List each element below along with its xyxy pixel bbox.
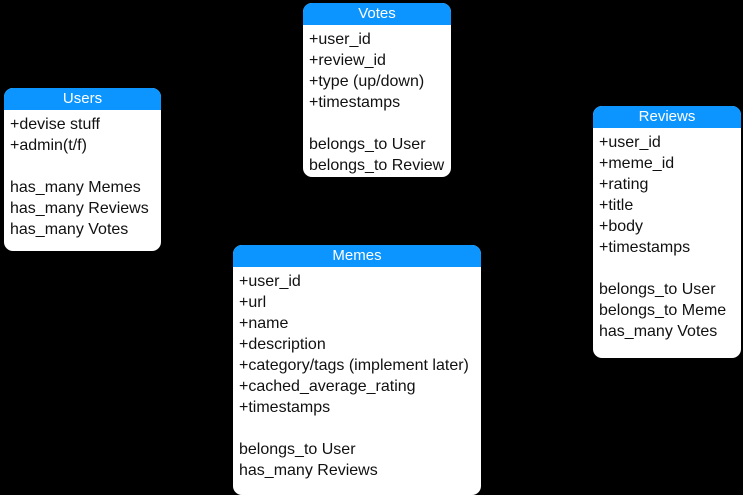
attribute-line: +user_id bbox=[309, 31, 371, 48]
entity-users-title: Users bbox=[4, 88, 161, 110]
entity-reviews[interactable]: Reviews +user_id +meme_id +rating +title… bbox=[593, 106, 741, 358]
attribute-line: +body bbox=[599, 218, 644, 235]
association-line: belongs_to User bbox=[599, 281, 716, 298]
attribute-line: +user_id bbox=[599, 134, 661, 151]
attribute-line: +rating bbox=[599, 176, 649, 193]
attribute-line: +timestamps bbox=[309, 94, 401, 111]
attribute-line: +devise stuff bbox=[10, 116, 100, 133]
association-line: has_many Reviews bbox=[10, 200, 149, 217]
entity-users-body: +devise stuff +admin(t/f) has_many Memes… bbox=[4, 110, 161, 244]
attribute-line: +name bbox=[239, 315, 289, 332]
association-line: belongs_to User bbox=[309, 136, 426, 153]
attribute-line: +timestamps bbox=[599, 239, 691, 256]
attribute-line: +timestamps bbox=[239, 399, 331, 416]
section-spacer bbox=[10, 156, 161, 177]
attribute-line: +description bbox=[239, 336, 326, 353]
attribute-line: +admin(t/f) bbox=[10, 137, 87, 154]
attribute-line: +meme_id bbox=[599, 155, 675, 172]
entity-memes[interactable]: Memes +user_id +url +name +description +… bbox=[233, 245, 481, 495]
attribute-line: +url bbox=[239, 294, 267, 311]
association-line: has_many Memes bbox=[10, 179, 141, 196]
entity-users[interactable]: Users +devise stuff +admin(t/f) has_many… bbox=[4, 88, 161, 251]
entity-votes[interactable]: Votes +user_id +review_id +type (up/down… bbox=[303, 3, 451, 177]
attribute-line: +user_id bbox=[239, 273, 301, 290]
association-line: has_many Votes bbox=[10, 221, 129, 238]
attribute-line: +cached_average_rating bbox=[239, 378, 416, 395]
association-line: belongs_to Review bbox=[309, 157, 445, 174]
attribute-line: +type (up/down) bbox=[309, 73, 425, 90]
entity-memes-body: +user_id +url +name +description +catego… bbox=[233, 267, 481, 485]
association-line: belongs_to Meme bbox=[599, 302, 727, 319]
entity-votes-title: Votes bbox=[303, 3, 451, 25]
entity-votes-body: +user_id +review_id +type (up/down) +tim… bbox=[303, 25, 451, 177]
entity-memes-title: Memes bbox=[233, 245, 481, 267]
association-line: has_many Votes bbox=[599, 323, 718, 340]
entity-reviews-body: +user_id +meme_id +rating +title +body +… bbox=[593, 128, 741, 346]
attribute-line: +category/tags (implement later) bbox=[239, 357, 469, 374]
association-line: has_many Reviews bbox=[239, 462, 378, 479]
section-spacer bbox=[599, 258, 741, 279]
entity-reviews-title: Reviews bbox=[593, 106, 741, 128]
section-spacer bbox=[239, 418, 481, 439]
attribute-line: +title bbox=[599, 197, 634, 214]
association-line: belongs_to User bbox=[239, 441, 356, 458]
attribute-line: +review_id bbox=[309, 52, 386, 69]
section-spacer bbox=[309, 113, 451, 134]
